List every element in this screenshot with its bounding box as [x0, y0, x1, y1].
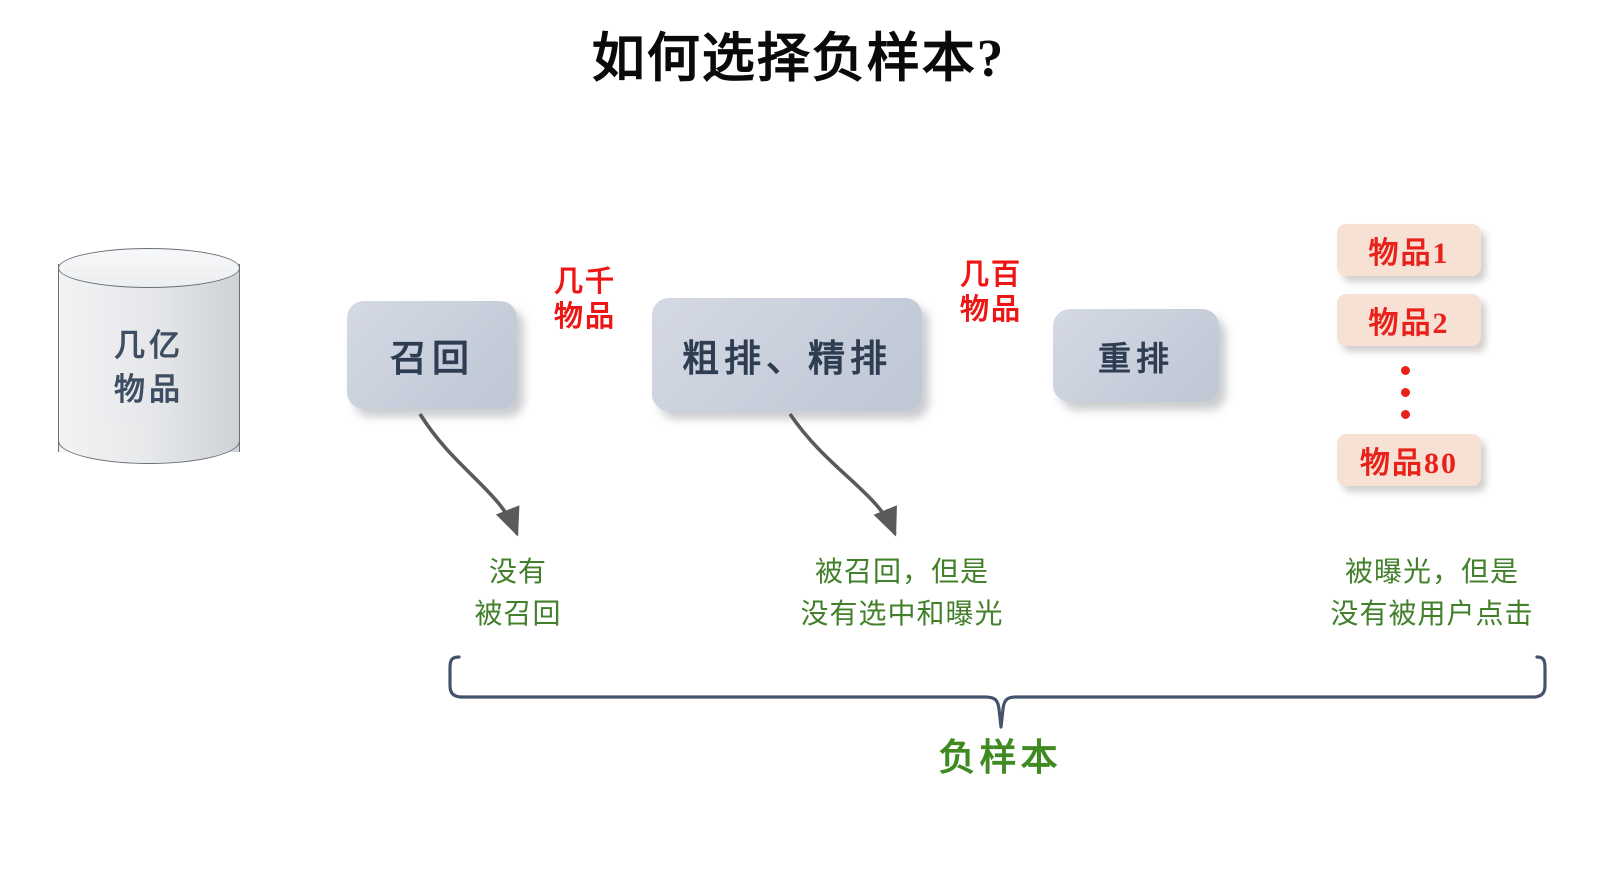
- source-cylinder: 几亿 物品: [58, 248, 242, 470]
- result-item-80[interactable]: 物品80: [1337, 434, 1481, 486]
- note-not-recalled-line1: 没有: [488, 557, 547, 588]
- vertical-ellipsis-icon: [1395, 366, 1419, 426]
- count-label-thousands: 几千 物品: [530, 265, 640, 335]
- note-recalled-not-shown: 被召回，但是 没有选中和曝光: [752, 552, 1052, 636]
- count-label-hundreds: 几百 物品: [936, 258, 1046, 328]
- stage-box-rank[interactable]: 粗排、精排: [652, 298, 922, 411]
- cylinder-bottom: [58, 418, 240, 464]
- negative-sample-brace: [448, 655, 1547, 729]
- cylinder-top: [58, 248, 240, 288]
- note-not-recalled: 没有 被召回: [406, 552, 630, 636]
- brace-label-negative-samples: 负样本: [938, 738, 1062, 779]
- note-not-recalled-line2: 被召回: [474, 599, 562, 630]
- cylinder-label-line1: 几亿: [114, 328, 184, 363]
- stage-box-rerank[interactable]: 重排: [1053, 309, 1219, 402]
- branch-arrows: [418, 412, 897, 537]
- count-label-hundreds-line2: 物品: [959, 294, 1022, 326]
- stage-box-recall[interactable]: 召回: [347, 301, 517, 409]
- result-item-1[interactable]: 物品1: [1337, 224, 1481, 276]
- page-title: 如何选择负样本?: [591, 30, 1006, 88]
- note-recalled-not-shown-line1: 被召回，但是: [814, 557, 989, 588]
- note-shown-not-clicked-line1: 被曝光，但是: [1344, 557, 1519, 588]
- note-recalled-not-shown-line2: 没有选中和曝光: [800, 599, 1004, 630]
- count-label-thousands-line2: 物品: [553, 301, 616, 333]
- count-label-thousands-line1: 几千: [553, 266, 616, 298]
- cylinder-label-line2: 物品: [114, 372, 184, 407]
- cylinder-label: 几亿 物品: [58, 324, 240, 412]
- result-item-2[interactable]: 物品2: [1337, 294, 1481, 346]
- note-shown-not-clicked-line2: 没有被用户点击: [1330, 599, 1534, 630]
- count-label-hundreds-line1: 几百: [959, 259, 1022, 291]
- note-shown-not-clicked: 被曝光，但是 没有被用户点击: [1282, 552, 1582, 636]
